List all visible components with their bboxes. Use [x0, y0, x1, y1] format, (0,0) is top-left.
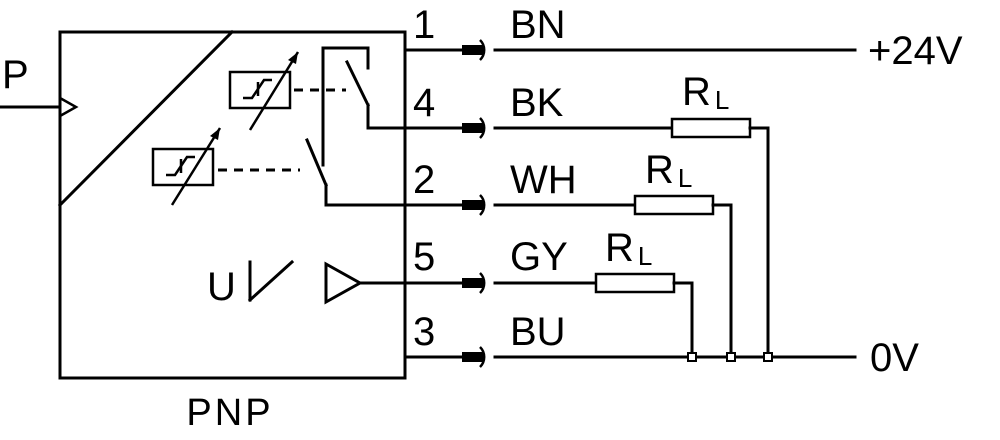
plug-pin-4-icon — [462, 123, 484, 133]
pressure-input-label: P — [2, 53, 29, 97]
wire-color-codes: BN BK WH GY BU — [510, 3, 577, 354]
wire-color-label: BN — [510, 3, 566, 47]
load-resistor-gy — [594, 272, 676, 294]
housing-diagonal — [57, 29, 235, 208]
analog-symbol-label: U — [207, 265, 236, 309]
housing-label: PNP — [186, 392, 273, 434]
pin-number: 3 — [413, 310, 435, 354]
switch-output-2 — [151, 127, 464, 207]
wire-color-label: GY — [510, 235, 568, 279]
pin-number: 1 — [413, 3, 435, 47]
plug-pin-5-icon — [462, 278, 484, 288]
supply-zero-label: 0V — [870, 336, 919, 380]
plug-pin-2-icon — [462, 200, 484, 210]
wire-color-label: BK — [510, 81, 564, 125]
connector-plugs — [462, 39, 486, 368]
wire-color-label: BU — [510, 310, 566, 354]
switch-contact-2-icon — [305, 138, 328, 187]
sensor-housing: PNP — [57, 29, 407, 434]
plug-pin-1-icon — [462, 45, 484, 55]
junction-node — [687, 352, 697, 362]
pressure-input: P — [0, 53, 79, 118]
wire-color-label: WH — [510, 158, 577, 202]
pin-number: 5 — [413, 235, 435, 279]
plug-pin-3-icon — [462, 352, 484, 362]
switch-output-1 — [228, 46, 464, 167]
adjust-arrow-2-icon — [210, 128, 220, 140]
adjust-arrow-1-icon — [288, 52, 298, 64]
comparator-1-icon — [228, 70, 292, 110]
supply-positive-label: +24V — [868, 29, 963, 73]
analog-ramp-icon — [247, 259, 295, 303]
pin-number: 2 — [413, 158, 435, 202]
analog-output: U — [207, 259, 464, 309]
switch-contact-1-icon — [344, 59, 371, 108]
pin-number: 4 — [413, 81, 435, 125]
amplifier-icon — [324, 261, 364, 305]
input-arrow-icon — [59, 96, 79, 118]
load-resistor-wh — [633, 194, 715, 216]
load-resistor-bk — [670, 117, 752, 139]
junction-node — [763, 352, 773, 362]
pin-numbers: 1 4 2 5 3 — [413, 3, 435, 354]
junction-node — [726, 352, 736, 362]
